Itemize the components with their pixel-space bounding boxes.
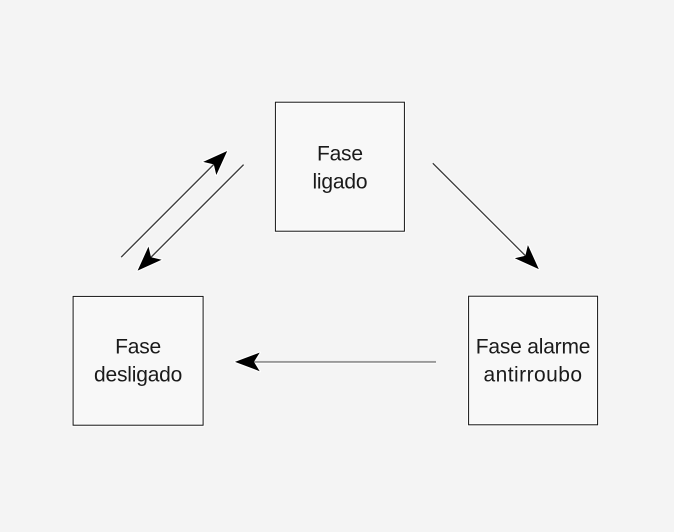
svg-text:antirroubo: antirroubo <box>483 363 582 386</box>
svg-text:Fase alarme: Fase alarme <box>476 335 591 358</box>
svg-text:Fase: Fase <box>115 335 161 358</box>
svg-text:Fase: Fase <box>317 143 363 166</box>
svg-text:desligado: desligado <box>94 363 182 386</box>
svg-text:ligado: ligado <box>312 171 367 194</box>
